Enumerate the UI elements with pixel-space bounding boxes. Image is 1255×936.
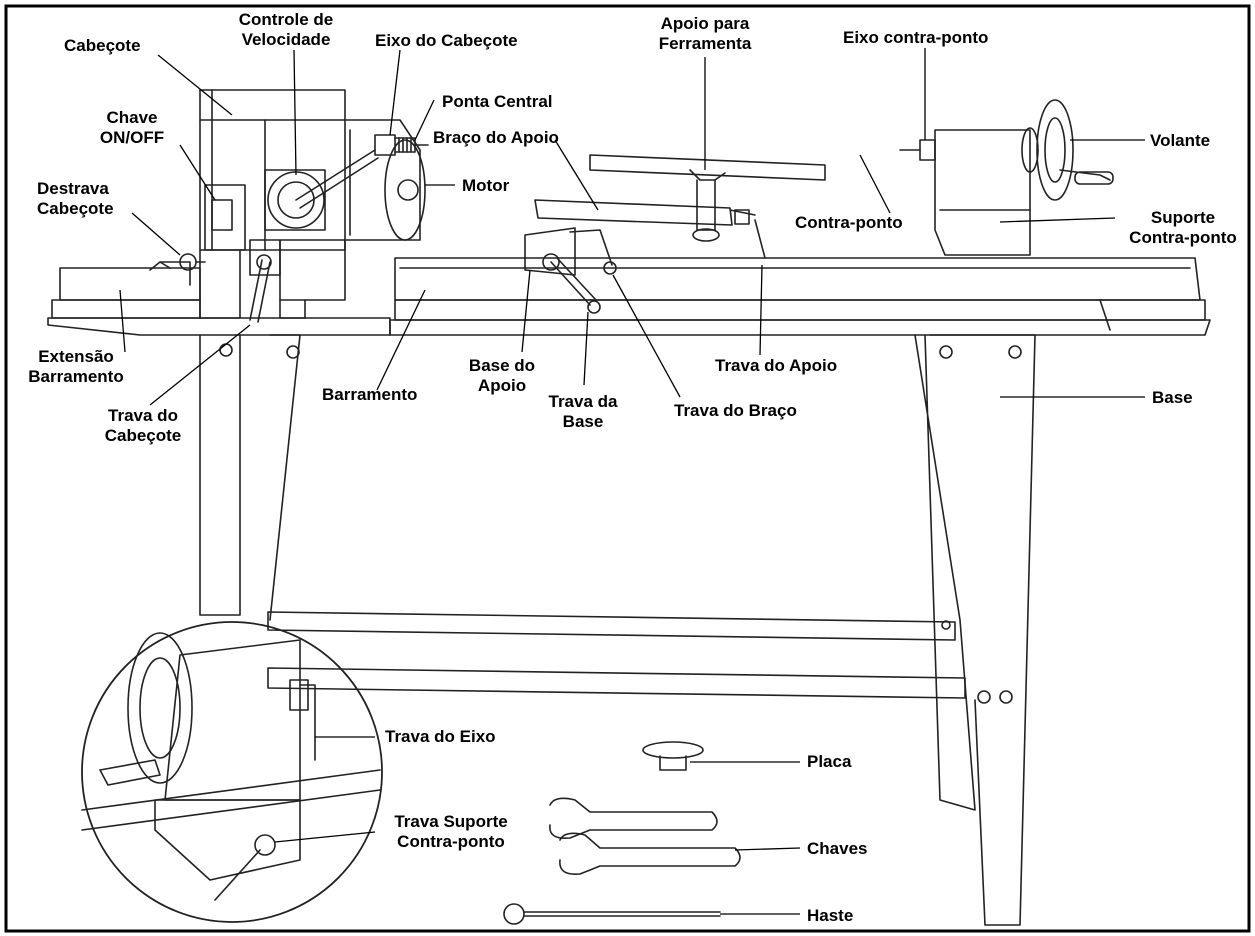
label-chave-on-off: Chave ON/OFF	[99, 108, 165, 147]
label-braco-apoio: Braço do Apoio	[433, 128, 559, 147]
label-cabecote: Cabeçote	[64, 36, 141, 55]
label-chaves: Chaves	[807, 839, 868, 858]
label-motor: Motor	[462, 176, 510, 195]
label-eixo-cabecote: Eixo do Cabeçote	[375, 31, 518, 50]
inset-circle	[81, 621, 383, 923]
spindle	[374, 134, 429, 156]
label-suporte-contra-ponto: Suporte Contra-ponto	[1129, 208, 1237, 247]
label-trava-eixo: Trava do Eixo	[385, 727, 496, 746]
label-base-apoio: Base do Apoio	[468, 356, 536, 395]
headstock	[179, 89, 379, 323]
label-trava-suporte-contra-ponto: Trava Suporte Contra-ponto	[394, 812, 508, 851]
label-base: Base	[1152, 388, 1193, 407]
label-trava-base: Trava da Base	[548, 392, 618, 431]
label-apoio-ferramenta: Apoio para Ferramenta	[658, 14, 752, 53]
label-eixo-contra-ponto: Eixo contra-ponto	[843, 28, 989, 47]
label-volante: Volante	[1150, 131, 1211, 150]
label-extensao-barramento: Extensão Barramento	[28, 347, 124, 386]
motor	[344, 119, 426, 241]
faceplate	[642, 741, 704, 771]
leader-lines	[119, 48, 1145, 915]
bed	[389, 257, 1211, 336]
label-trava-cabecote: Trava do Cabeçote	[104, 406, 182, 445]
label-trava-apoio: Trava do Apoio	[715, 356, 838, 375]
diagram-border	[4, 4, 1251, 933]
label-placa: Placa	[807, 752, 852, 771]
label-barramento: Barramento	[322, 385, 418, 404]
label-destrava-cabecote: Destrava Cabeçote	[37, 179, 114, 218]
stand	[199, 334, 1036, 926]
rod	[503, 903, 721, 925]
label-haste: Haste	[807, 906, 854, 925]
wrenches	[549, 797, 741, 876]
label-trava-braco: Trava do Braço	[674, 401, 797, 420]
label-contra-ponto: Contra-ponto	[795, 213, 903, 232]
tailstock	[899, 99, 1114, 256]
tool-rest	[524, 154, 826, 314]
label-ponta-central: Ponta Central	[442, 92, 553, 111]
label-controle-velocidade: Controle de Velocidade	[238, 10, 334, 49]
